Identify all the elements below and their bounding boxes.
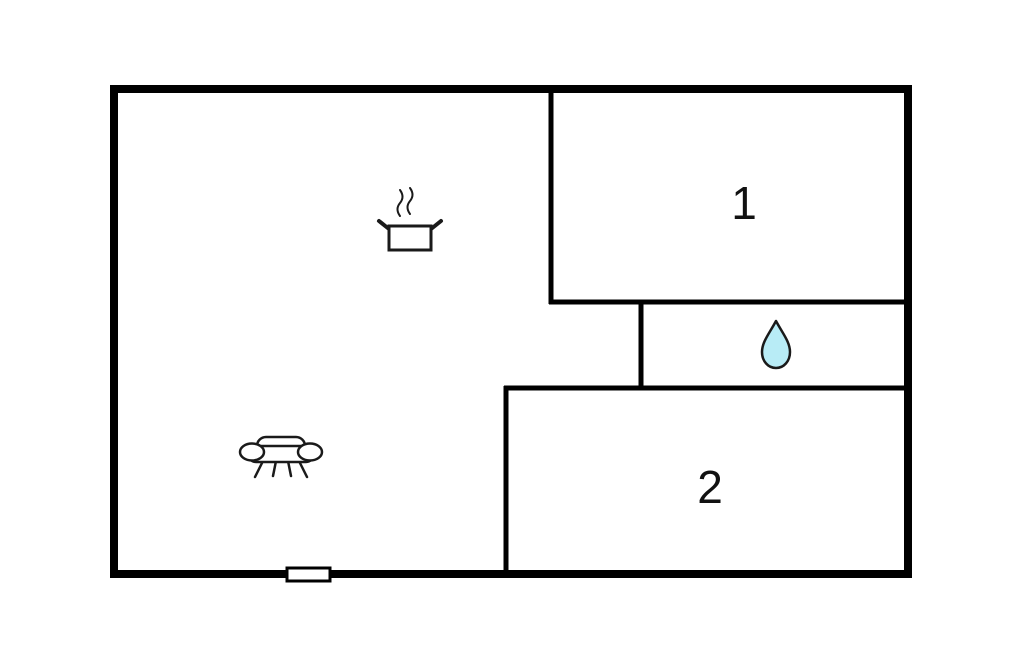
cooking-pot-icon (377, 187, 443, 252)
sofa-leg (253, 459, 265, 479)
pot-handle-left (377, 219, 391, 231)
outer-wall (110, 85, 912, 578)
sofa-leg (271, 459, 278, 478)
steam-wave (406, 187, 414, 215)
sofa-arm-right (296, 442, 324, 462)
room-2-label: 2 (697, 461, 723, 513)
sofa-arm-left (238, 442, 266, 462)
water-drop-icon (760, 319, 792, 370)
steam-icon (396, 187, 414, 217)
room-1-label: 1 (731, 177, 757, 229)
steam-wave (396, 189, 404, 217)
sofa-icon (238, 435, 324, 479)
sofa-leg (286, 459, 293, 478)
pot-handle-right (429, 219, 443, 231)
pot-body (387, 224, 433, 252)
sofa-leg (297, 459, 309, 479)
window-marker (285, 566, 332, 583)
